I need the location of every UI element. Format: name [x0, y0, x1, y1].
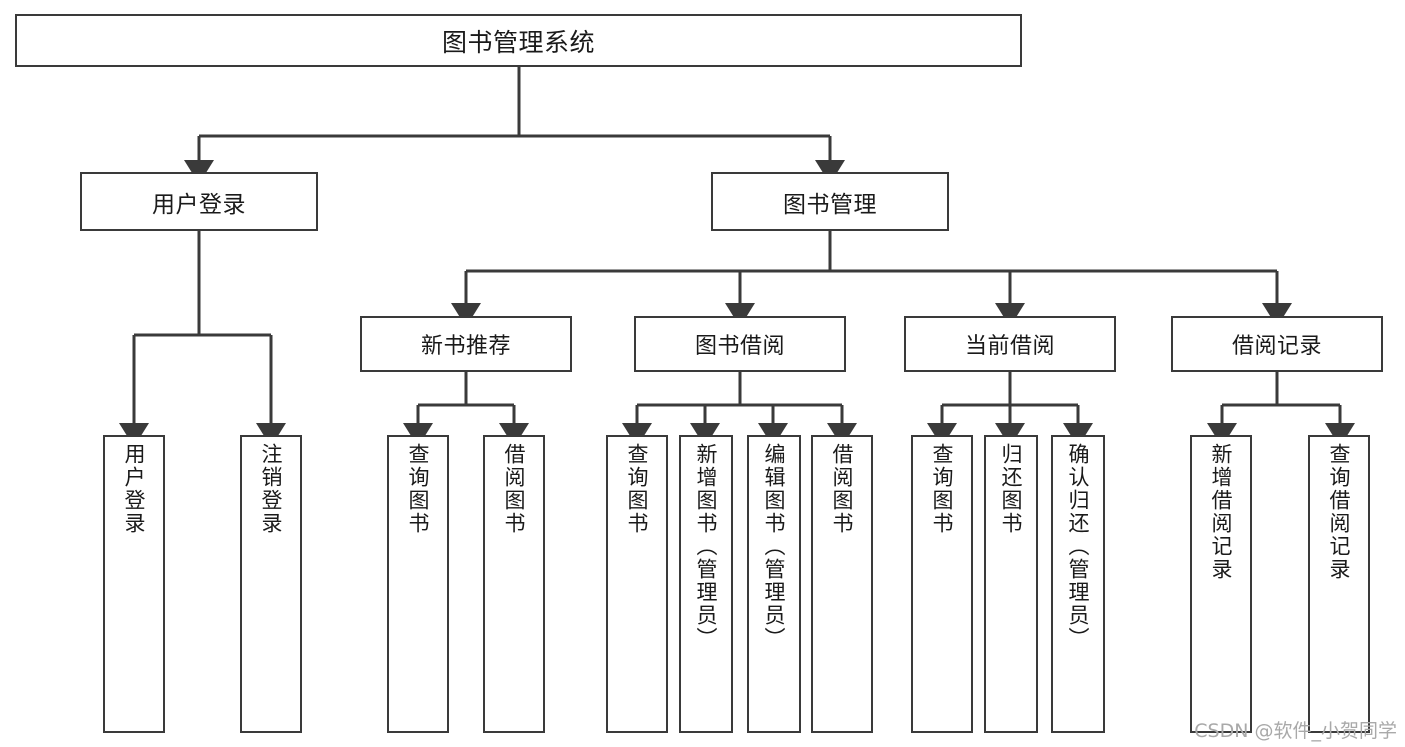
node-leaf-add-borrow-record[interactable]: 新增借阅记录: [1190, 435, 1252, 733]
node-leaf-borrow-book-2[interactable]: 借阅图书: [811, 435, 873, 733]
node-label: 新增借阅记录: [1209, 443, 1234, 581]
node-label: 图书管理系统: [441, 27, 595, 57]
node-new-book-recommend[interactable]: 新书推荐: [360, 316, 572, 372]
node-leaf-query-book-2[interactable]: 查询图书: [606, 435, 668, 733]
node-book-management-system[interactable]: 图书管理系统: [15, 14, 1022, 67]
node-leaf-confirm-return-admin[interactable]: 确认归还（管理员）: [1051, 435, 1105, 733]
node-label: 查询图书: [406, 443, 431, 535]
node-label: 图书借阅: [694, 334, 785, 359]
node-borrow-record[interactable]: 借阅记录: [1171, 316, 1383, 372]
node-current-borrow[interactable]: 当前借阅: [904, 316, 1116, 372]
node-leaf-return-book[interactable]: 归还图书: [984, 435, 1038, 733]
node-user-login[interactable]: 用户登录: [80, 172, 318, 231]
node-label: 查询借阅记录: [1327, 443, 1352, 581]
node-label: 新增图书（管理员）: [694, 443, 719, 650]
node-leaf-query-book-3[interactable]: 查询图书: [911, 435, 973, 733]
node-label: 借阅图书: [830, 443, 855, 535]
node-label: 当前借阅: [964, 334, 1055, 359]
node-label: 查询图书: [625, 443, 650, 535]
node-leaf-user-login[interactable]: 用户登录: [103, 435, 165, 733]
node-label: 用户登录: [122, 443, 147, 535]
node-leaf-edit-book-admin[interactable]: 编辑图书（管理员）: [747, 435, 801, 733]
node-book-management[interactable]: 图书管理: [711, 172, 949, 231]
node-leaf-add-book-admin[interactable]: 新增图书（管理员）: [679, 435, 733, 733]
node-label: 用户登录: [152, 191, 246, 218]
node-label: 借阅记录: [1231, 334, 1322, 359]
node-book-borrow[interactable]: 图书借阅: [634, 316, 846, 372]
node-label: 注销登录: [259, 443, 284, 535]
node-label: 图书管理: [783, 191, 877, 218]
node-leaf-logout-login[interactable]: 注销登录: [240, 435, 302, 733]
node-label: 编辑图书（管理员）: [762, 443, 787, 650]
node-leaf-query-borrow-record[interactable]: 查询借阅记录: [1308, 435, 1370, 733]
node-label: 归还图书: [999, 443, 1024, 535]
node-leaf-borrow-book-1[interactable]: 借阅图书: [483, 435, 545, 733]
node-label: 借阅图书: [502, 443, 527, 535]
node-label: 确认归还（管理员）: [1066, 443, 1091, 650]
node-label: 查询图书: [930, 443, 955, 535]
node-leaf-query-book-1[interactable]: 查询图书: [387, 435, 449, 733]
node-label: 新书推荐: [420, 334, 511, 359]
